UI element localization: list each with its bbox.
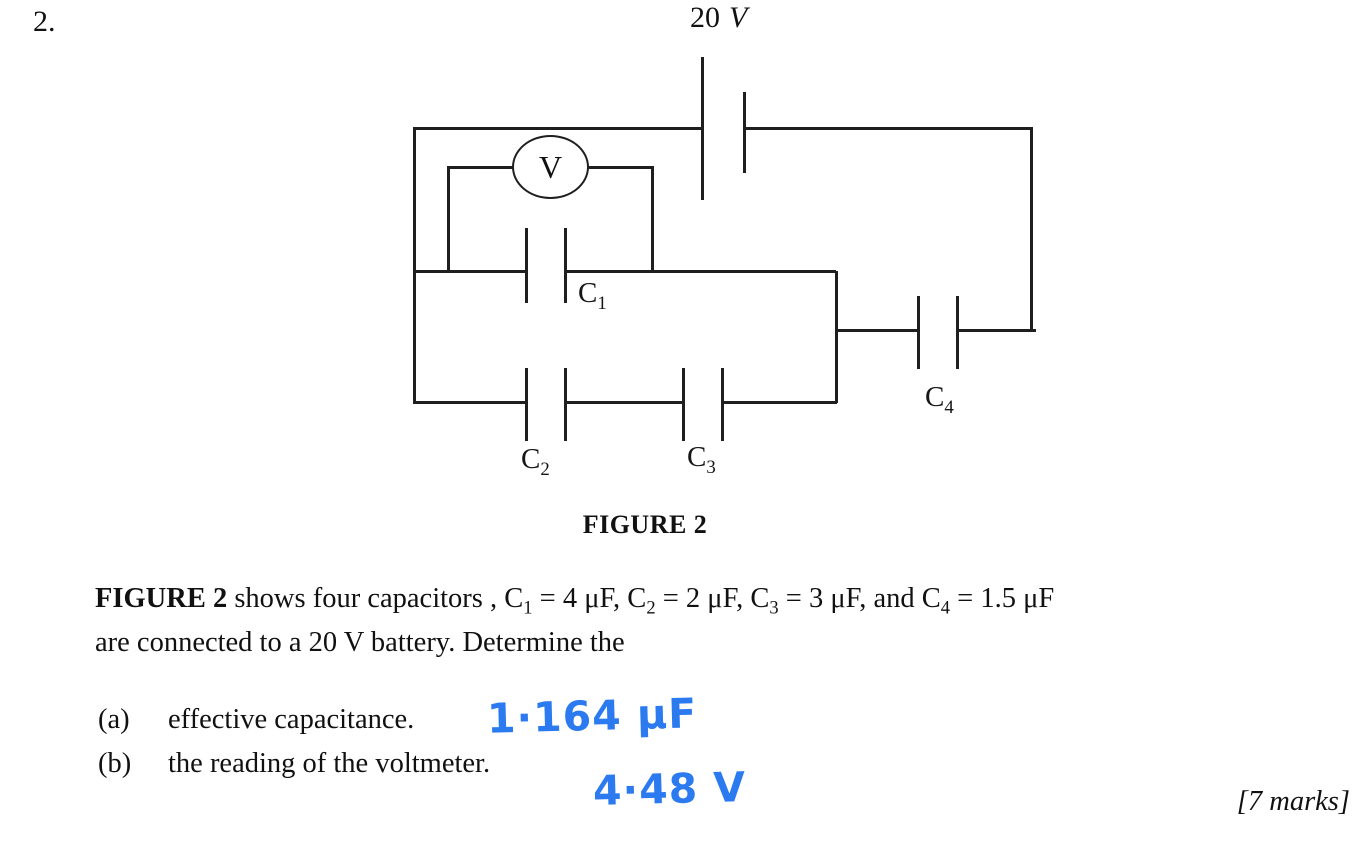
- problem-number: 2.: [33, 5, 56, 38]
- battery-short-plate: [743, 92, 746, 173]
- voltmeter-wire-left-vertical: [447, 166, 450, 273]
- voltmeter-label: V: [538, 148, 563, 185]
- c4-wire-left: [836, 329, 917, 332]
- wire-bottom-middle: [567, 401, 683, 404]
- paragraph-bold-figure-ref: FIGURE 2: [95, 583, 228, 614]
- voltmeter: V: [512, 135, 589, 199]
- handwritten-answer-b: 4·48 V: [592, 763, 747, 815]
- c4-right-plate: [956, 296, 959, 369]
- wire-bottom-right: [724, 401, 837, 404]
- question-a-text: effective capacitance.: [168, 704, 415, 735]
- voltmeter-wire-right-horizontal: [584, 166, 653, 169]
- wire-top-right: [746, 127, 1032, 130]
- paragraph-line-1: FIGURE 2 shows four capacitors , C1 = 4 …: [95, 583, 1055, 619]
- c1-left-plate: [525, 228, 528, 303]
- c3-right-plate: [721, 368, 724, 441]
- paragraph-line-2: are connected to a 20 V battery. Determi…: [95, 627, 625, 658]
- wire-middle-right: [567, 270, 836, 273]
- c3-label: C3: [687, 441, 716, 478]
- c1-right-plate: [564, 228, 567, 303]
- voltmeter-wire-right-vertical: [651, 166, 654, 273]
- c2-right-plate: [564, 368, 567, 441]
- c4-left-plate: [917, 296, 920, 369]
- wire-bottom-left: [413, 401, 525, 404]
- figure-caption: FIGURE 2: [582, 510, 708, 539]
- wire-middle-left: [413, 270, 525, 273]
- question-a-label: (a): [98, 704, 130, 735]
- marks-label: [7 marks]: [1236, 786, 1350, 817]
- c2-label: C2: [521, 443, 550, 480]
- c4-wire-right: [958, 329, 1036, 332]
- question-b-label: (b): [98, 748, 132, 779]
- c3-left-plate: [682, 368, 685, 441]
- voltmeter-wire-left-horizontal: [448, 166, 514, 169]
- wire-top-left: [413, 127, 703, 130]
- wire-left-vertical: [413, 127, 416, 404]
- handwritten-answer-a: 1·164 μF: [486, 689, 698, 743]
- question-b-text: the reading of the voltmeter.: [168, 748, 491, 779]
- wire-inner-right-vertical: [835, 271, 838, 403]
- c4-label: C4: [925, 381, 954, 418]
- c1-label: C1: [578, 277, 607, 314]
- wire-right-vertical: [1030, 127, 1033, 331]
- c2-left-plate: [525, 368, 528, 441]
